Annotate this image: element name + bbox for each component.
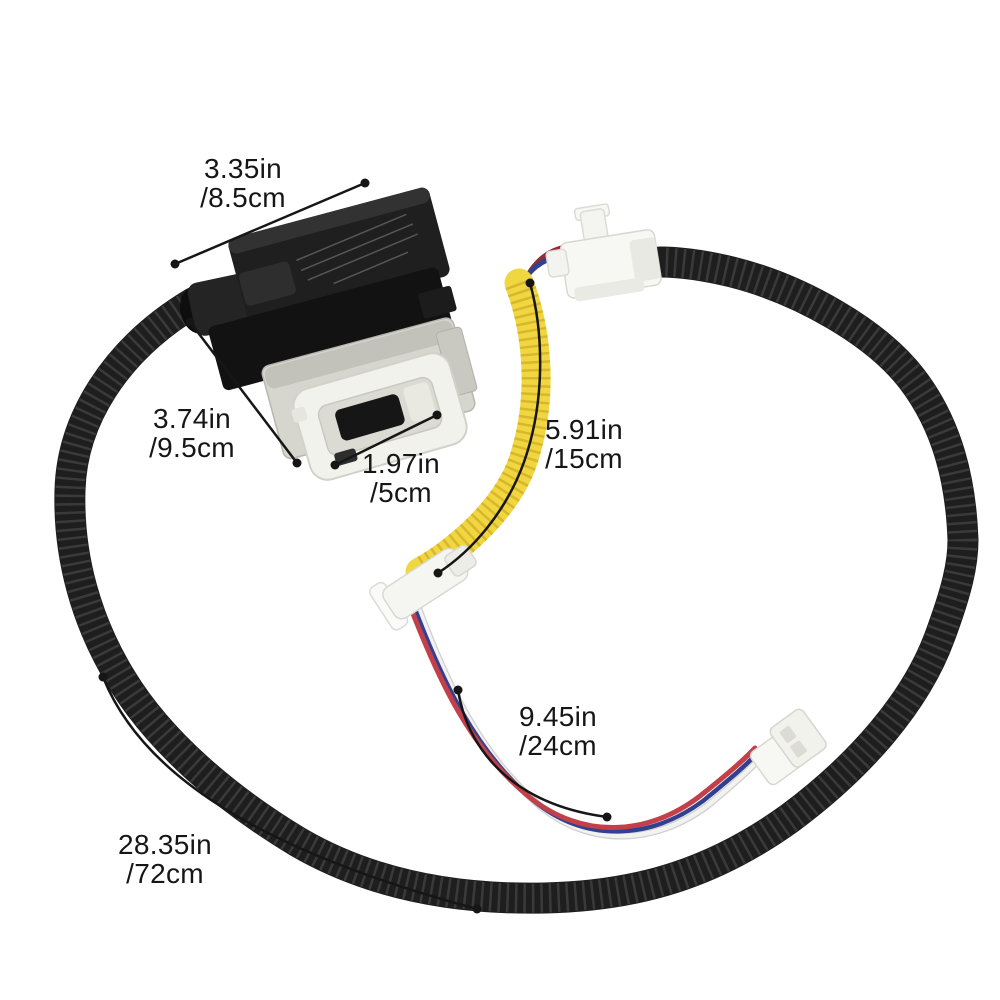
dimension-label-coil-length: 5.91in /15cm bbox=[545, 415, 623, 473]
dimension-label-conduit-length: 28.35in /72cm bbox=[118, 830, 212, 888]
dim-line-coil-length bbox=[433, 278, 542, 578]
dimension-value-metric: /24cm bbox=[519, 730, 597, 761]
dimension-label-body-height: 3.74in /9.5cm bbox=[149, 404, 235, 462]
dimension-value-metric: /9.5cm bbox=[149, 432, 235, 463]
dimension-label-wire-length: 9.45in /24cm bbox=[519, 702, 597, 760]
dimension-value-inches: 28.35in bbox=[118, 829, 212, 860]
conduit-ribs bbox=[55, 247, 978, 913]
dimension-value-metric: /8.5cm bbox=[200, 182, 286, 213]
dimension-value-inches: 1.97in bbox=[361, 448, 441, 479]
lock-top-housing bbox=[228, 187, 450, 327]
dim-line-wire-length bbox=[453, 685, 612, 822]
dim-line-latch-width bbox=[330, 410, 442, 470]
coil-anchor-clip bbox=[369, 544, 477, 631]
wire-red bbox=[404, 595, 758, 830]
lock-lower-housing bbox=[208, 267, 457, 391]
dimension-label-top-width: 3.35in /8.5cm bbox=[200, 154, 286, 212]
connector-bottom bbox=[749, 708, 827, 786]
connector-top bbox=[545, 203, 662, 302]
conduit-cable bbox=[54, 246, 979, 914]
dimension-value-inches: 3.35in bbox=[203, 153, 283, 184]
dim-line-top-width bbox=[170, 178, 370, 269]
harness-wires-bottom bbox=[404, 595, 766, 840]
dimension-value-inches: 9.45in bbox=[518, 701, 598, 732]
dimension-annotations bbox=[98, 178, 612, 914]
dim-line-conduit-length bbox=[98, 672, 482, 914]
dimension-value-inches: 5.91in bbox=[544, 414, 624, 445]
dim-line-body-height bbox=[185, 317, 302, 468]
dimension-value-metric: /15cm bbox=[545, 443, 623, 474]
dimension-value-metric: /72cm bbox=[126, 858, 204, 889]
lock-latch-frame bbox=[291, 352, 468, 481]
coil-ribs bbox=[412, 277, 551, 585]
dimension-value-metric: /5cm bbox=[370, 477, 432, 508]
dimension-value-inches: 3.74in bbox=[152, 403, 232, 434]
wire-white bbox=[414, 601, 765, 839]
yellow-coil-sleeve bbox=[405, 268, 551, 587]
conduit-tube bbox=[54, 246, 979, 914]
dimension-label-latch-width: 1.97in /5cm bbox=[362, 449, 440, 507]
